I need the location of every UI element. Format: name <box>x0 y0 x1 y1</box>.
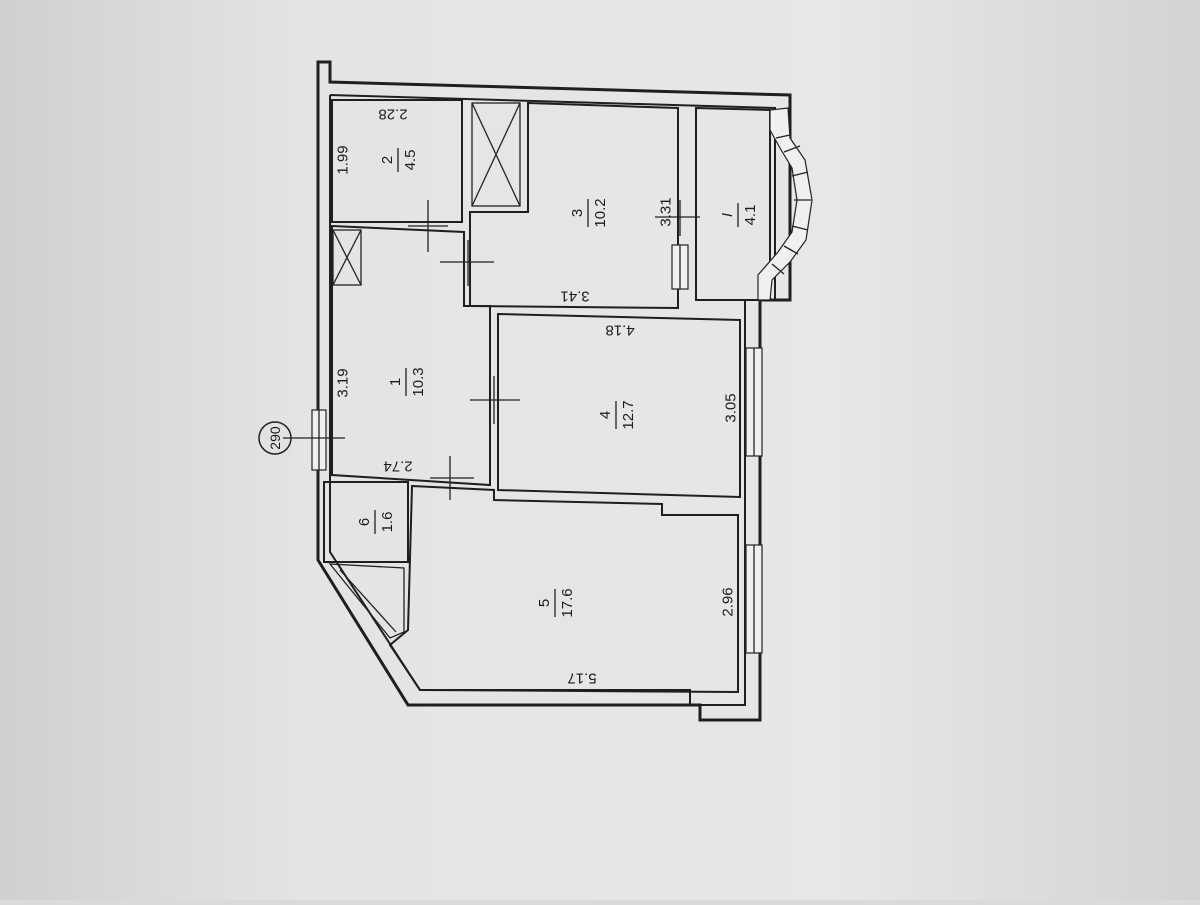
balcony-label: I 4.1 <box>719 203 759 227</box>
room-1-number: 1 <box>387 378 404 386</box>
marker-290: 290 <box>258 421 292 455</box>
room-1-outline <box>331 224 491 487</box>
dim-3-41: 3.41 <box>560 288 589 305</box>
door-marks <box>283 200 700 500</box>
room-6-label: 6 1.6 <box>356 510 396 534</box>
shaft-2 <box>332 229 362 286</box>
marker-label: 290 <box>267 426 283 450</box>
dim-3-31: 3.31 <box>658 197 675 226</box>
dimension-labels: 1.99 2.28 3.19 2.74 3.41 3.31 4.18 3.05 … <box>335 106 740 687</box>
dim-2-96: 2.96 <box>720 587 737 616</box>
dim-5-17: 5.17 <box>567 670 596 687</box>
dim-4-18: 4.18 <box>605 322 634 339</box>
room-6-outline <box>323 481 409 563</box>
balcony-area: 4.1 <box>742 205 759 226</box>
room-3-area: 10.2 <box>592 198 609 227</box>
storage-triangle <box>328 563 405 639</box>
room-3-label: 3 10.2 <box>569 198 609 227</box>
room-5-number: 5 <box>536 599 553 607</box>
room-labels: 2 4.5 3 10.2 I 4.1 1 10.3 4 12.7 <box>356 148 759 618</box>
room-2-label: 2 4.5 <box>379 148 419 172</box>
room-3-number: 3 <box>569 209 586 217</box>
room-6-number: 6 <box>356 518 373 526</box>
room-4-outline <box>497 312 741 499</box>
shaft-1 <box>471 102 521 207</box>
room-2-outline <box>331 99 463 223</box>
dim-1-99: 1.99 <box>335 145 352 174</box>
room-5-outline <box>388 484 739 694</box>
room-2-number: 2 <box>379 156 396 164</box>
balcony-number: I <box>719 213 736 217</box>
dim-2-28: 2.28 <box>378 106 407 123</box>
room-4-number: 4 <box>597 411 614 419</box>
room-6-area: 1.6 <box>379 512 396 533</box>
room-5-area: 17.6 <box>559 588 576 617</box>
dim-3-05: 3.05 <box>723 393 740 422</box>
room-4-label: 4 12.7 <box>597 400 637 429</box>
room-1-area: 10.3 <box>410 367 427 396</box>
dim-2-74: 2.74 <box>383 458 412 475</box>
room-4-area: 12.7 <box>620 400 637 429</box>
outer-walls <box>316 60 792 722</box>
windows <box>311 244 763 654</box>
bay-window <box>757 107 813 301</box>
dim-3-19: 3.19 <box>335 368 352 397</box>
room-1-label: 1 10.3 <box>387 367 427 396</box>
room-5-label: 5 17.6 <box>536 588 576 617</box>
room-2-area: 4.5 <box>402 150 419 171</box>
